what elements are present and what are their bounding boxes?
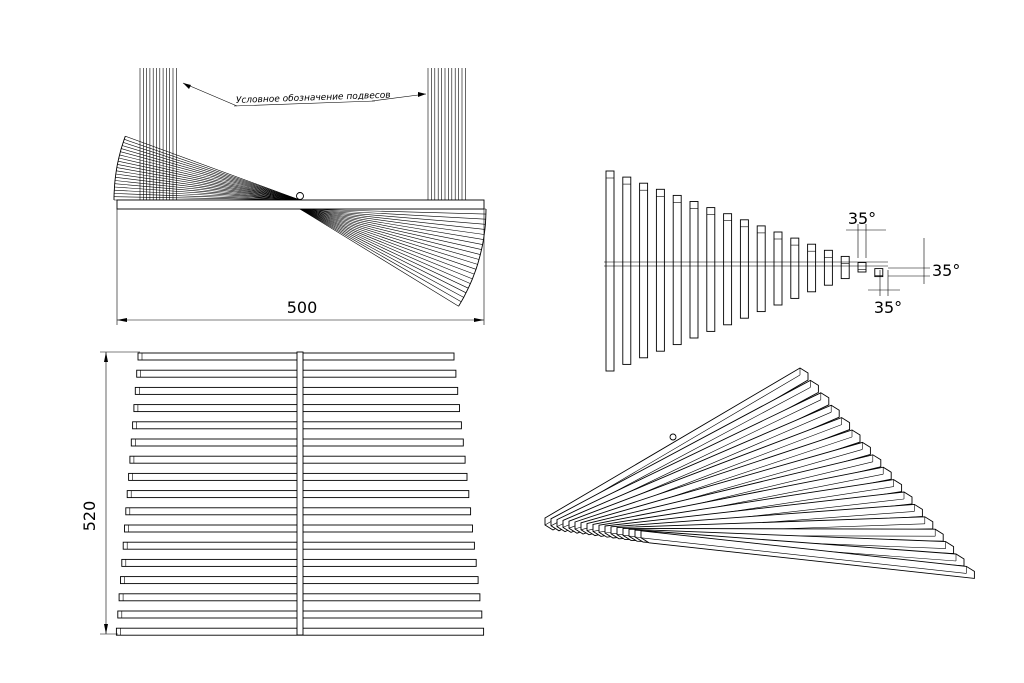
fan-line [299, 208, 464, 298]
side-bar [605, 170, 615, 372]
fan-line [299, 208, 475, 275]
fan-line [299, 208, 486, 220]
fan-line [299, 208, 477, 270]
fan-line [299, 208, 462, 303]
fan-arc [458, 208, 487, 307]
fan-line [299, 208, 473, 280]
leader-right [371, 93, 427, 102]
side-bar [790, 237, 800, 299]
fan-line [117, 164, 301, 201]
iso-bars [544, 367, 975, 579]
fan-line [123, 142, 301, 201]
hanger-lines-right [427, 68, 466, 200]
fan-line [115, 177, 301, 201]
side-bar [723, 213, 733, 326]
fan-line [114, 189, 301, 201]
side-bar [857, 262, 867, 273]
fan-line [113, 196, 301, 201]
fan-line [124, 139, 301, 201]
fan-line [299, 208, 478, 265]
side-bar [840, 255, 850, 280]
pivot-circle [296, 192, 304, 200]
fan-line [116, 167, 301, 201]
fan-line [116, 170, 301, 201]
iso-pivot [669, 433, 677, 441]
fan-line [115, 173, 301, 201]
fan-line [299, 208, 481, 255]
side-bar [622, 176, 632, 365]
fan-line [299, 208, 459, 307]
fan-line [114, 186, 301, 201]
front-view: Условное обозначение подвесов 500 [113, 68, 487, 325]
fan-lower [299, 208, 487, 307]
angle-bottom-label: 35° [874, 298, 902, 317]
dim-arrow-top [104, 352, 108, 362]
plan-bar [134, 386, 459, 395]
hanger-note: Условное обозначение подвесов [236, 91, 391, 106]
plan-bar [136, 369, 457, 378]
hanger-lines-left [139, 68, 177, 200]
plan-view: 520 [80, 351, 485, 636]
side-bars [605, 170, 884, 372]
fan-line [299, 208, 471, 284]
leader-left [182, 82, 238, 107]
height-dimension-label: 520 [80, 501, 99, 532]
side-bar [706, 207, 716, 332]
side-bar [639, 182, 649, 359]
fan-line [299, 208, 467, 294]
plan-bar [137, 352, 455, 361]
center-spine [296, 351, 304, 636]
iso-bar-edge [640, 537, 967, 574]
side-bar [823, 249, 833, 286]
fan-line [299, 208, 482, 250]
side-bar [874, 268, 884, 278]
fan-line [299, 208, 484, 240]
fan-line [299, 208, 485, 230]
side-bar [672, 194, 682, 346]
fan-line [118, 157, 301, 201]
dim-arrow-right [474, 318, 484, 322]
fan-line [121, 148, 301, 201]
isometric-view [544, 367, 975, 579]
fan-line [299, 208, 469, 289]
fan-line [114, 193, 301, 201]
angle-right-label: 35° [932, 261, 960, 280]
fan-line [299, 208, 486, 215]
side-bar [807, 243, 817, 293]
note-underline [233, 100, 376, 107]
angle-top-label: 35° [848, 209, 876, 228]
leader-arrow-left [183, 83, 191, 89]
side-bar [655, 188, 665, 352]
side-view: 35° 35° 35° [604, 170, 960, 372]
fan-arc [113, 136, 126, 200]
fan-line [125, 135, 301, 201]
fan-upper [113, 135, 301, 201]
fan-line [114, 183, 301, 201]
leader-arrow-right [418, 92, 426, 97]
fan-line [299, 208, 486, 225]
side-bar [689, 201, 699, 339]
fan-line [122, 145, 301, 201]
base-bar [116, 199, 485, 210]
side-bar [773, 231, 783, 306]
fan-line [299, 208, 485, 235]
fan-line [299, 208, 483, 245]
fan-line [299, 208, 480, 260]
width-dimension-label: 500 [287, 298, 318, 317]
dim-arrow-bottom [104, 624, 108, 634]
dim-arrow-left [117, 318, 127, 322]
fan-line [114, 180, 301, 201]
fan-line [120, 151, 301, 201]
side-bar [756, 225, 766, 313]
fan-line [118, 160, 301, 201]
side-bar [739, 219, 749, 319]
fan-line [119, 154, 301, 201]
